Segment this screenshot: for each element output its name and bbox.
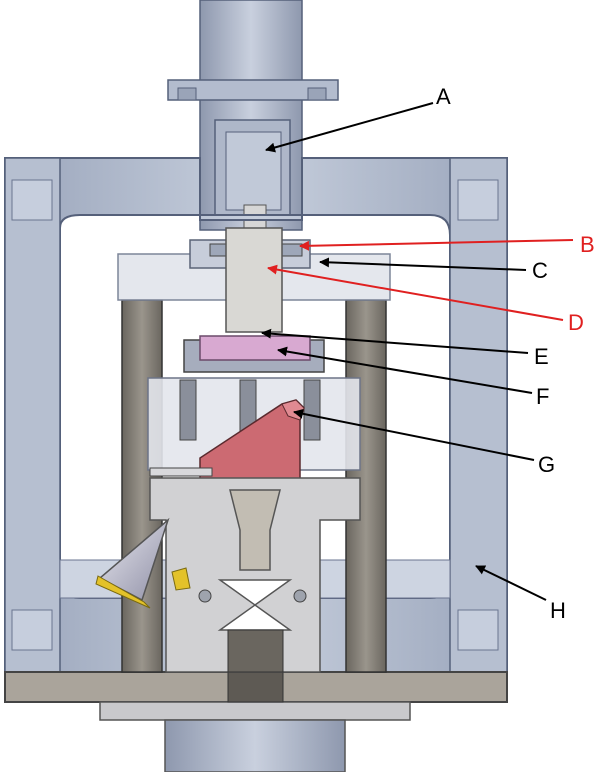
label-E: E (534, 344, 549, 369)
label-F: F (536, 384, 549, 409)
label-H: H (550, 598, 566, 623)
sample-holder (183, 335, 325, 373)
label-D: D (568, 310, 584, 335)
cone-detector (95, 517, 191, 609)
leader-H (475, 565, 547, 601)
lower-clamp (149, 477, 361, 673)
leader-C (319, 257, 527, 271)
outer-frame (4, 157, 508, 673)
labels: A B C D E F G H (436, 84, 595, 623)
punch (225, 227, 283, 333)
leader-A (265, 102, 434, 153)
label-C: C (532, 258, 548, 283)
leader-G (293, 408, 535, 461)
label-B: B (580, 232, 595, 257)
label-G: G (538, 452, 555, 477)
leader-F (277, 346, 533, 394)
leader-lines (261, 102, 574, 601)
label-A: A (436, 84, 451, 109)
leader-D (267, 264, 564, 321)
leader-B (299, 239, 574, 251)
leader-E (261, 328, 529, 354)
